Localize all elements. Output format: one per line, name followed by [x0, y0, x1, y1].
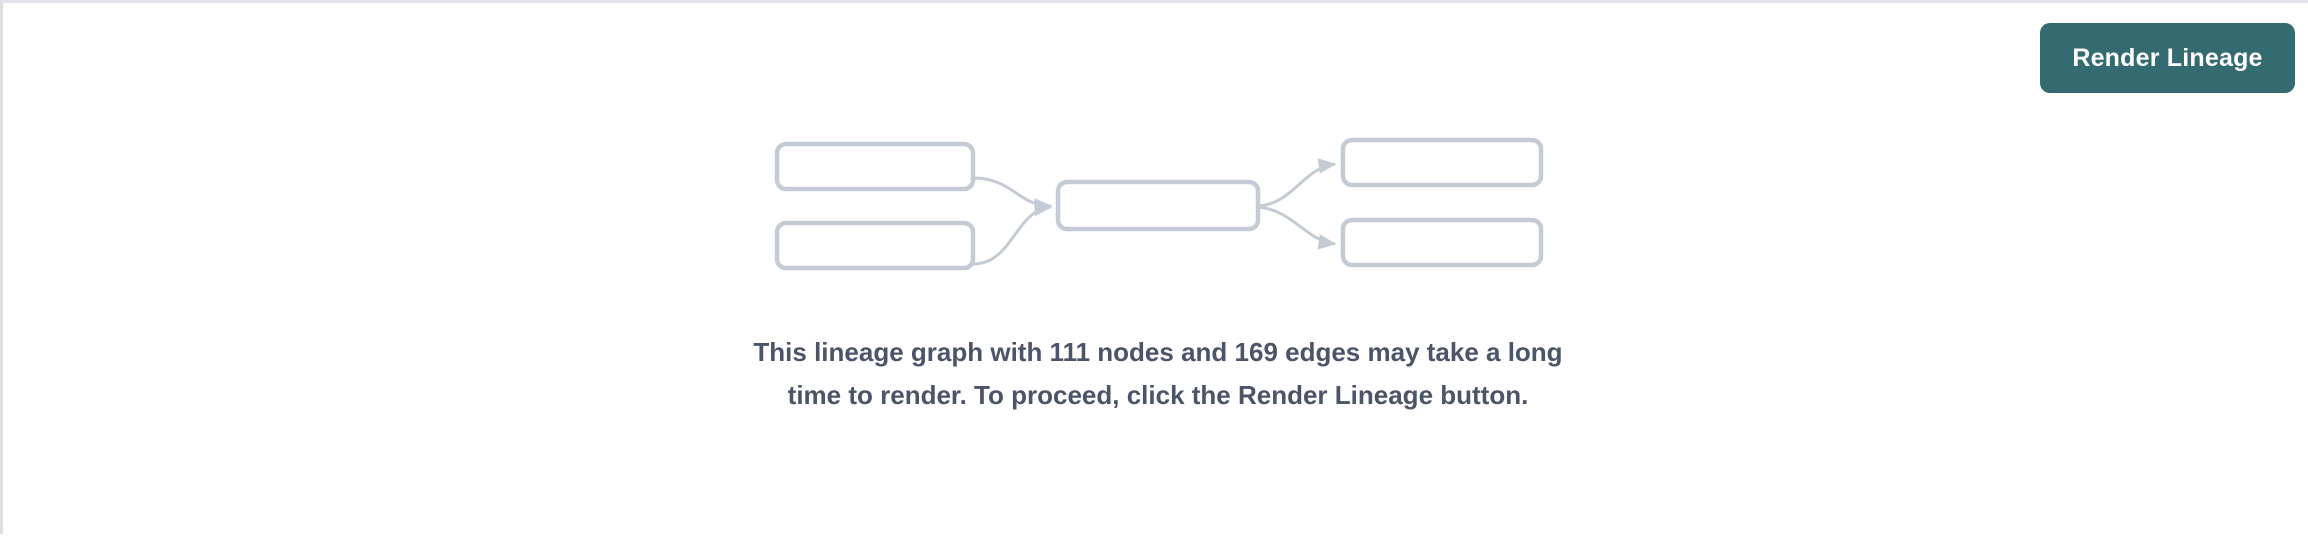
- graph-node-left-top: [774, 141, 976, 192]
- edge-center-to-right-top: [1257, 158, 1337, 208]
- lineage-placeholder-graphic: [3, 3, 2308, 537]
- graph-node-right-top: [1340, 137, 1544, 188]
- graph-node-right-bottom: [1340, 217, 1544, 268]
- lineage-warning-message: This lineage graph with 111 nodes and 16…: [753, 337, 1563, 410]
- edge-left-top-to-center: [972, 176, 1053, 214]
- edge-center-to-right-bottom: [1257, 205, 1337, 250]
- edge-left-bottom-to-center: [972, 200, 1053, 266]
- graph-node-center: [1055, 179, 1261, 232]
- placeholder-graph-svg: [774, 137, 1544, 271]
- render-lineage-button[interactable]: Render Lineage: [2040, 23, 2295, 93]
- graph-node-left-bottom: [774, 220, 976, 271]
